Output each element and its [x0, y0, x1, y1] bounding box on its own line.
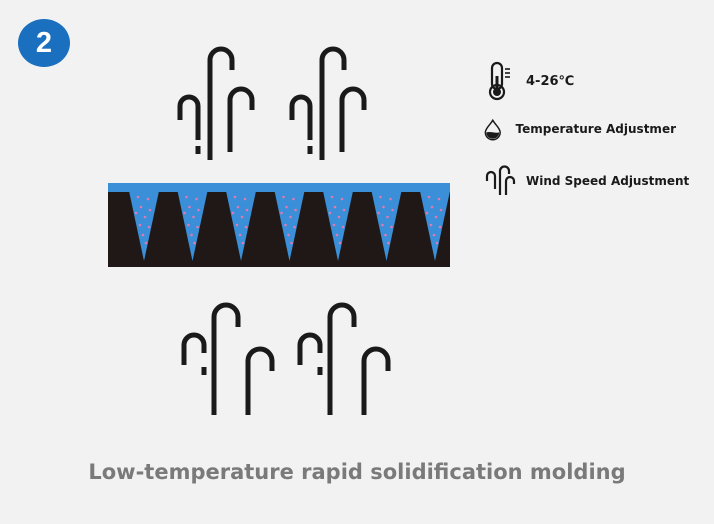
cavity-dot — [425, 211, 429, 215]
mold-tray — [108, 183, 450, 267]
wind-icon — [485, 165, 516, 195]
cavity-dot — [328, 211, 332, 215]
cavity-dot — [193, 241, 196, 245]
cavity-dot — [241, 241, 245, 245]
wind-icon — [292, 49, 364, 160]
cavity-dot — [285, 205, 288, 209]
legend-label-temperature-range: 4-26℃ — [526, 73, 575, 89]
cavity-dot — [289, 215, 292, 219]
cavity-dot — [136, 195, 140, 199]
cavity-dot — [389, 197, 392, 201]
cavity-dot — [342, 208, 346, 212]
cavity-dot — [390, 225, 393, 229]
wind-icon — [180, 49, 252, 160]
cavity-dot — [337, 215, 341, 219]
cavity-dot — [146, 197, 150, 201]
cavity-dot — [434, 215, 438, 219]
cavity-dot — [282, 195, 285, 199]
cavity-dot — [439, 208, 443, 212]
cavity-dot — [430, 205, 434, 209]
cavity-dot — [236, 205, 240, 209]
cavity-dot — [280, 211, 283, 215]
legend-item-wind-speed-adjustment: Wind Speed Adjustment — [484, 165, 689, 197]
mold-top-strip — [108, 183, 450, 192]
mold-cavity — [274, 191, 305, 261]
cavity-dot — [139, 205, 143, 209]
legend-label-wind-speed-adjustment: Wind Speed Adjustment — [526, 174, 690, 188]
wind-icons-bottom — [184, 305, 388, 415]
cavity-dot — [240, 215, 244, 219]
cavity-dot — [245, 208, 249, 212]
cavity-dot — [435, 241, 439, 245]
step-number-badge: 2 — [18, 19, 70, 67]
cavity-dot — [377, 211, 380, 215]
cavity-dot — [293, 225, 296, 229]
wind-icons-top — [180, 49, 364, 160]
cavity-dot — [147, 225, 151, 229]
cavity-dot — [235, 223, 239, 227]
cavity-dot — [335, 233, 339, 237]
cavity-dot — [244, 225, 248, 229]
cavity-dot — [187, 223, 190, 227]
cavity-dot — [384, 233, 387, 237]
cavity-dot — [386, 215, 389, 219]
wind-icon — [184, 305, 272, 415]
cavity-dot — [190, 233, 193, 237]
legend-label-temperature-adjustment: Temperature Adjustmer — [515, 122, 676, 136]
thermometer-icon — [488, 61, 510, 101]
cavity-dot — [338, 241, 342, 245]
cavity-dot — [287, 233, 290, 237]
cavity-dot — [185, 195, 188, 199]
cavity-dot — [332, 223, 336, 227]
cavity-dot — [438, 225, 442, 229]
cavity-dot — [188, 205, 191, 209]
cavity-dot — [427, 195, 431, 199]
cavity-dot — [340, 197, 344, 201]
mold-cavity — [177, 191, 208, 261]
cavity-dot — [437, 197, 441, 201]
mold-cavity — [420, 191, 450, 261]
cavity-dot — [197, 208, 200, 212]
cavity-dot — [231, 211, 235, 215]
cavity-dot — [134, 211, 138, 215]
cavity-dot — [333, 205, 337, 209]
cavity-dot — [243, 197, 247, 201]
legend-item-temperature-adjustment: Temperature Adjustmer — [482, 113, 676, 145]
legend-item-temperature-range: 4-26℃ — [486, 60, 574, 102]
mold-cavity — [323, 191, 353, 261]
diagram-caption: Low-temperature rapid solidification mol… — [88, 460, 626, 484]
cavity-dot — [233, 195, 237, 199]
cavity-dot — [292, 197, 295, 201]
cavity-dot — [141, 233, 145, 237]
wind-icon — [300, 305, 388, 415]
cavity-dot — [429, 223, 433, 227]
cavity-dot — [183, 211, 186, 215]
cavity-dot — [391, 208, 394, 212]
cavity-dot — [387, 241, 390, 245]
cavity-dot — [284, 223, 287, 227]
cavity-dot — [341, 225, 345, 229]
cavity-dot — [192, 215, 195, 219]
mold-cavity — [226, 191, 256, 261]
cavity-dot — [238, 233, 242, 237]
cavity-dot — [148, 208, 152, 212]
cavity-dot — [382, 205, 385, 209]
cavity-dot — [196, 225, 199, 229]
mold-cavity — [371, 191, 402, 261]
cavity-dot — [138, 223, 142, 227]
cavity-dot — [143, 215, 147, 219]
cavity-dot — [381, 223, 384, 227]
mold-cavity — [129, 191, 159, 261]
cavity-dot — [290, 241, 293, 245]
cavity-dot — [294, 208, 297, 212]
cavity-dot — [330, 195, 334, 199]
cavity-dot — [432, 233, 436, 237]
cavity-dot — [144, 241, 148, 245]
water-drop-icon — [484, 118, 501, 141]
cavity-dot — [195, 197, 198, 201]
cavity-dot — [379, 195, 382, 199]
